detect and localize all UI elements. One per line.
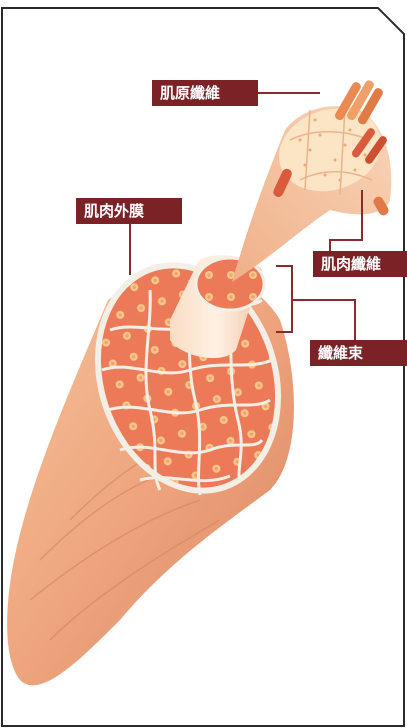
label-muscle-fiber: 肌肉纖維 [313,251,407,277]
label-myofibril: 肌原纖維 [152,80,258,106]
label-fascicle: 纖維束 [310,340,407,366]
label-epimysium: 肌肉外膜 [76,198,182,224]
